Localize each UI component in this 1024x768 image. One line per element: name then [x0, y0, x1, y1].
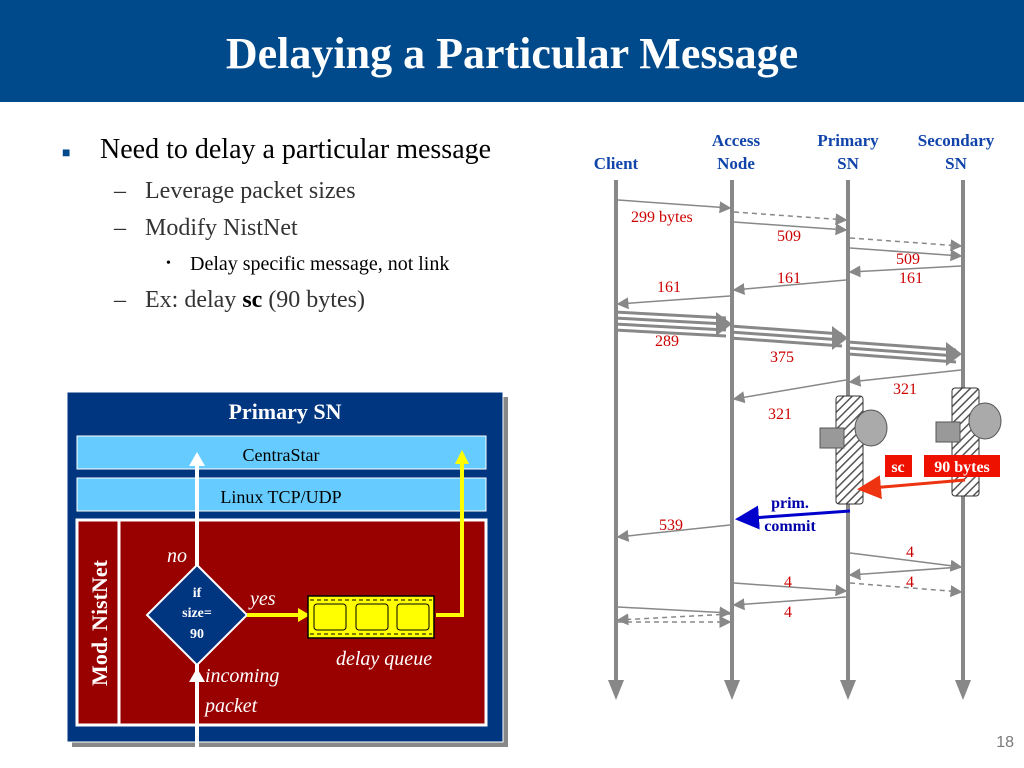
yes-arrow-head-icon: [298, 608, 310, 622]
slide-title: Delaying a Particular Message: [225, 29, 799, 78]
access-header-1: Access: [712, 131, 761, 150]
sc-arrow: [857, 475, 966, 500]
msg-label: 321: [893, 381, 917, 398]
bulk-transfers: [613, 310, 957, 364]
square-bullet-icon: ■: [62, 146, 71, 161]
up-arrow-head-icon: [189, 452, 205, 466]
msg-label: 161: [899, 270, 923, 287]
secondary-header-2: SN: [945, 154, 967, 173]
incoming-label-1: incoming: [205, 665, 279, 687]
size-check-diamond: [145, 563, 249, 667]
film-holes: [310, 599, 432, 635]
nistnet-side-label: Mod. NistNet: [87, 559, 112, 686]
msg-label: 539: [659, 517, 683, 534]
bullet-level3: Delay specific message, not link: [190, 253, 450, 275]
msg-label: 161: [657, 279, 681, 296]
title-bar: [0, 0, 1024, 102]
incoming-arrow-head-icon: [189, 668, 205, 682]
msg-label: 299 bytes: [631, 209, 693, 226]
msg-label: 4: [784, 574, 792, 591]
tcp-label: Linux TCP/UDP: [220, 487, 341, 507]
commit-arrow: [735, 505, 851, 530]
size-badge: [924, 455, 1000, 477]
primary-cpu-icon: [819, 427, 845, 449]
queue-out-arrow-head-icon: [455, 450, 469, 464]
access-header-2: Node: [717, 154, 755, 173]
msg-label: 375: [770, 349, 794, 366]
msg-label: 321: [768, 406, 792, 423]
centrastar-layer: [76, 435, 487, 470]
primary-header-1: Primary: [817, 131, 879, 150]
queue-slot: [355, 603, 389, 631]
primary-server-icon: [835, 395, 864, 505]
sc-badge-label: sc: [891, 459, 904, 476]
secondary-disk-icon: [968, 402, 1002, 440]
bullet-level2: Ex: delay sc (90 bytes): [145, 287, 365, 314]
message-labels: 299 bytes 509 509 161 161 161 289 375 32…: [631, 209, 923, 621]
lifeline-arrowheads: [608, 680, 971, 700]
msg-label: 509: [777, 228, 801, 245]
queue-out-arrow: [436, 460, 464, 617]
msg-label: 4: [784, 604, 792, 621]
client-header: Client: [594, 154, 639, 173]
secondary-header-1: Secondary: [918, 131, 995, 150]
queue-slot: [313, 603, 347, 631]
size-badge-label: 90 bytes: [934, 459, 990, 476]
sc-badge: [885, 455, 912, 477]
centrastar-label: CentraStar: [243, 445, 320, 465]
msg-label: 509: [896, 251, 920, 268]
bullet-list: ■ Need to delay a particular message – L…: [0, 0, 560, 340]
diamond-line2: size=: [182, 606, 212, 621]
commit-label-2: commit: [764, 518, 816, 535]
incoming-label-2: packet: [203, 695, 258, 717]
yes-label: yes: [248, 588, 276, 610]
example-bold: sc: [242, 287, 263, 313]
example-suffix: (90 bytes): [262, 287, 365, 313]
lifeline-headers: Client Access Node Primary SN Secondary …: [594, 131, 995, 173]
messages: [616, 199, 963, 628]
example-prefix: Ex: delay: [145, 287, 243, 313]
bullet-level2: Modify NistNet: [145, 215, 298, 241]
bullet-level1: Need to delay a particular message: [100, 134, 492, 165]
diamond-line1: if: [193, 586, 202, 601]
dot-bullet-icon: •: [166, 256, 171, 271]
primary-disk-icon: [854, 409, 888, 447]
diamond-line3: 90: [190, 627, 204, 642]
delay-queue-label: delay queue: [336, 648, 432, 670]
msg-label: 4: [906, 574, 914, 591]
bullet-level2: Leverage packet sizes: [145, 178, 356, 204]
msg-label: 289: [655, 333, 679, 350]
queue-slot: [396, 603, 430, 631]
dash-bullet-icon: –: [114, 178, 126, 204]
no-label: no: [167, 545, 187, 567]
primary-header-2: SN: [837, 154, 859, 173]
bulk-arrowheads: [716, 312, 962, 366]
dash-bullet-icon: –: [114, 287, 126, 313]
commit-label-1: prim.: [771, 495, 809, 512]
secondary-cpu-icon: [935, 421, 961, 443]
dash-bullet-icon: –: [114, 215, 126, 241]
msg-label: 161: [777, 270, 801, 287]
box-title: Primary SN: [228, 399, 341, 424]
tcp-layer: [76, 477, 487, 512]
msg-label: 4: [906, 544, 914, 561]
page-number: 18: [996, 734, 1014, 751]
